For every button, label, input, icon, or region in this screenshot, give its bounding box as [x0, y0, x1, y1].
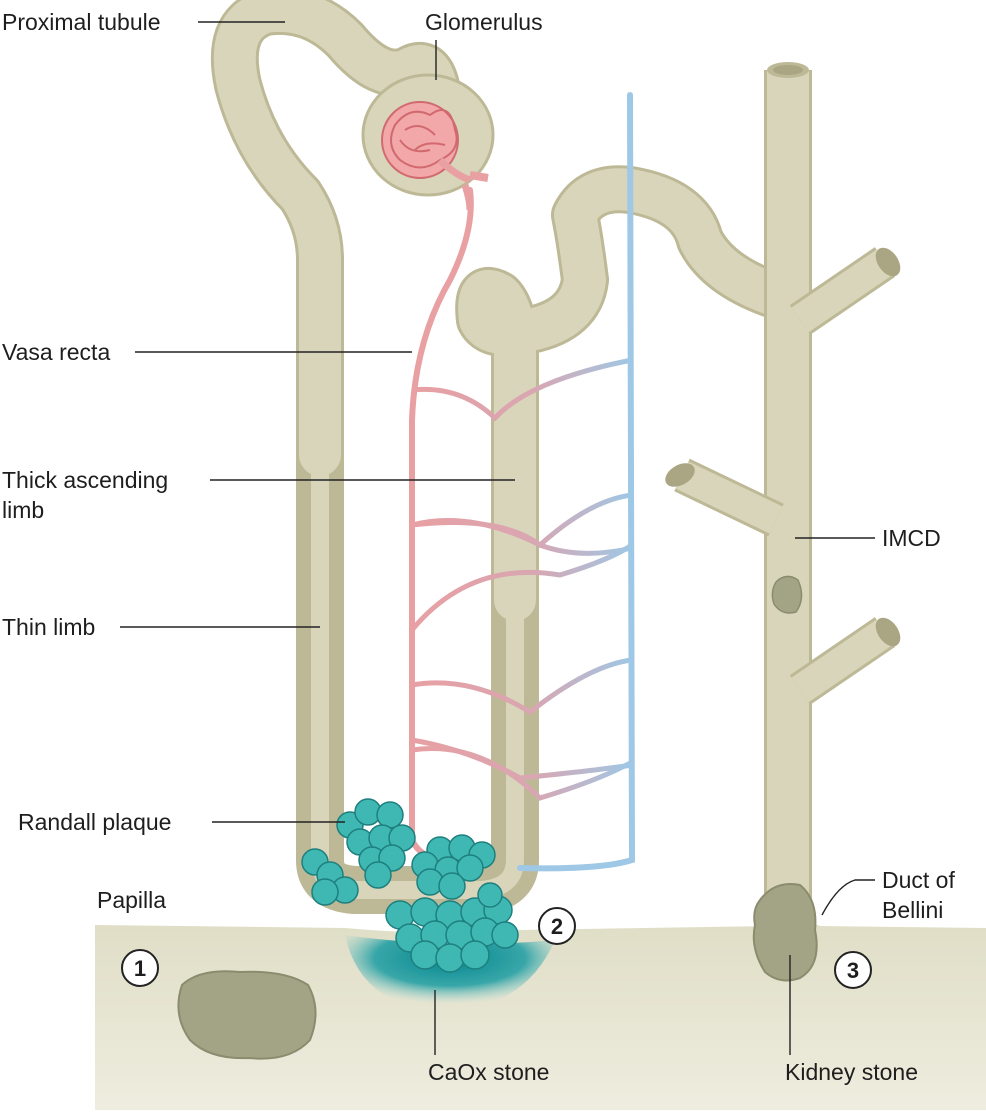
marker-3-text: 3: [847, 958, 859, 983]
label-kidney-stone: Kidney stone: [785, 1059, 918, 1085]
caox-crystals: [385, 882, 519, 973]
glomerulus-tuft: [381, 101, 489, 211]
marker-2: 2: [538, 907, 576, 945]
label-caox-stone: CaOx stone: [428, 1059, 549, 1085]
randall-plaque: [301, 798, 496, 906]
label-glomerulus: Glomerulus: [425, 9, 543, 35]
label-thick-ascending-1: Thick ascending: [2, 467, 168, 493]
papilla-stone: [177, 970, 317, 1060]
label-thick-ascending-2: limb: [2, 497, 44, 523]
caox-stone: [345, 935, 555, 1012]
marker-3: 3: [834, 951, 872, 989]
marker-1: 1: [121, 949, 159, 987]
label-duct-of-bellini-2: Bellini: [882, 897, 943, 923]
marker-2-text: 2: [551, 914, 563, 939]
label-proximal-tubule: Proximal tubule: [2, 9, 161, 35]
label-randall-plaque: Randall plaque: [18, 809, 171, 835]
label-thin-limb: Thin limb: [2, 614, 95, 640]
vasa-recta-artery: [409, 187, 474, 863]
nephron-tubule: [210, 0, 814, 914]
label-imcd: IMCD: [882, 525, 941, 551]
marker-1-text: 1: [134, 956, 146, 981]
label-vasa-recta: Vasa recta: [2, 339, 110, 365]
leader-lines: [120, 21, 875, 1055]
collecting-duct: [665, 62, 901, 900]
label-papilla: Papilla: [97, 887, 166, 913]
capillaries: [410, 357, 634, 801]
vasa-recta-vein: [517, 92, 636, 872]
kidney-stone: [752, 883, 818, 982]
label-duct-of-bellini-1: Duct of: [882, 867, 955, 893]
